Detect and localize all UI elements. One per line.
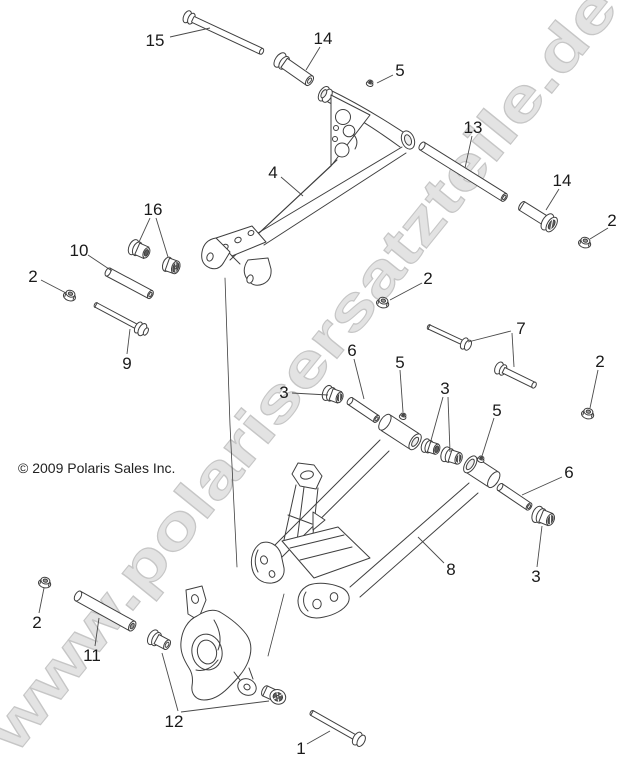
callout-leader-2 [589,227,609,240]
callout-label-2: 2 [607,211,616,230]
callout-leader-6 [353,358,365,400]
callout-leader-3 [291,392,329,396]
part-nut-5-right [476,455,485,463]
callout-label-7: 7 [516,319,525,338]
callout-label-1: 1 [296,739,305,758]
part-tube-10 [104,267,154,300]
callout-label-16: 16 [144,200,163,219]
exploded-view-artwork [37,10,595,747]
callout-leader-1 [306,730,331,745]
callout-leader-3 [536,525,543,568]
callout-label-12: 12 [165,712,184,731]
callout-leader-3 [429,396,444,445]
part-rod-8 [297,455,501,619]
part-nut-5-top [365,79,374,87]
callout-label-10: 10 [70,241,89,260]
part-bushing-12b [261,685,287,705]
part-bushing-3-mid-b [440,446,463,465]
callout-leader-14 [305,46,321,71]
callout-leader-12 [161,652,179,712]
part-spacer-14-right [518,201,558,233]
callout-leader-2 [38,587,45,614]
callout-label-6: 6 [347,341,356,360]
callout-label-3: 3 [440,379,449,398]
callout-label-2: 2 [32,613,41,632]
callout-leader-2 [589,369,599,409]
callout-label-3: 3 [279,383,288,402]
callout-leader-7 [467,330,512,343]
callout-label-4: 4 [268,163,277,182]
part-bolt-1 [309,710,366,747]
part-a-arm-4 [201,85,416,286]
callout-label-2: 2 [28,267,37,286]
callout-leader-3 [447,396,451,453]
part-bushing-3-right [531,505,556,527]
callout-leader-6 [521,476,563,496]
part-nut-2-bottom-left [37,576,52,589]
callout-leader-15 [169,27,211,38]
callout-label-15: 15 [146,31,165,50]
callout-leader-11 [94,617,100,647]
callout-leader-2 [389,282,423,301]
part-bushing-16a [127,239,151,260]
callout-label-8: 8 [446,560,455,579]
assembly-lines [224,277,285,657]
callout-leader-13 [464,135,473,169]
callout-label-6: 6 [564,463,573,482]
callout-label-2: 2 [595,352,604,371]
callout-leader-4 [280,176,304,197]
part-tube-6-left [346,396,380,423]
part-upper-rod [250,413,422,584]
callout-label-5: 5 [492,401,501,420]
part-knuckle [180,585,257,701]
part-bolt-7b [494,361,537,389]
callout-label-9: 9 [122,354,131,373]
part-nut-2-mid [375,296,390,309]
part-bushing-12a [146,629,172,651]
callout-leader-7 [511,332,515,368]
callout-label-13: 13 [464,118,483,137]
callout-label-5: 5 [395,61,404,80]
callout-leader-5 [399,369,404,413]
part-bushing-16b [161,256,181,275]
callout-leader-10 [87,254,113,272]
part-tube-11 [73,590,137,632]
callout-leader-5 [376,74,394,84]
part-bolt-7a [426,324,473,351]
part-bolt-9 [93,302,149,337]
callouts-layer: 15 14 5 13 14 2 4 16 10 2 9 2 6 7 2 3 5 3 5 6 3 8 2 11 12 1 [28,27,617,758]
callout-leader-8 [417,536,445,564]
callout-label-3: 3 [531,567,540,586]
callout-leader-2 [40,279,67,294]
callout-label-2: 2 [423,269,432,288]
part-bushing-3-left [321,384,344,404]
part-spacer-14-left [273,52,315,87]
callout-label-5: 5 [395,353,404,372]
part-bolt-15 [182,10,265,55]
callout-leader-16 [155,217,169,258]
part-nut-2-top-right [577,236,592,249]
callout-leader-12 [180,700,270,713]
callout-label-11: 11 [83,646,101,665]
callout-leader-9 [126,328,131,355]
part-nut-2-left [62,289,76,302]
callout-leader-14 [545,188,560,211]
callout-label-14: 14 [553,171,572,190]
callout-leader-5 [481,417,495,457]
copyright-text: © 2009 Polaris Sales Inc. [18,460,175,476]
callout-leader-16 [138,217,151,243]
callout-label-14: 14 [314,29,333,48]
part-nut-2-right [580,407,595,420]
part-bushing-3-mid-a [420,438,441,455]
part-nut-5-mid [398,412,407,420]
part-pivot-bracket [281,462,371,579]
part-tube-6-right [496,482,533,511]
